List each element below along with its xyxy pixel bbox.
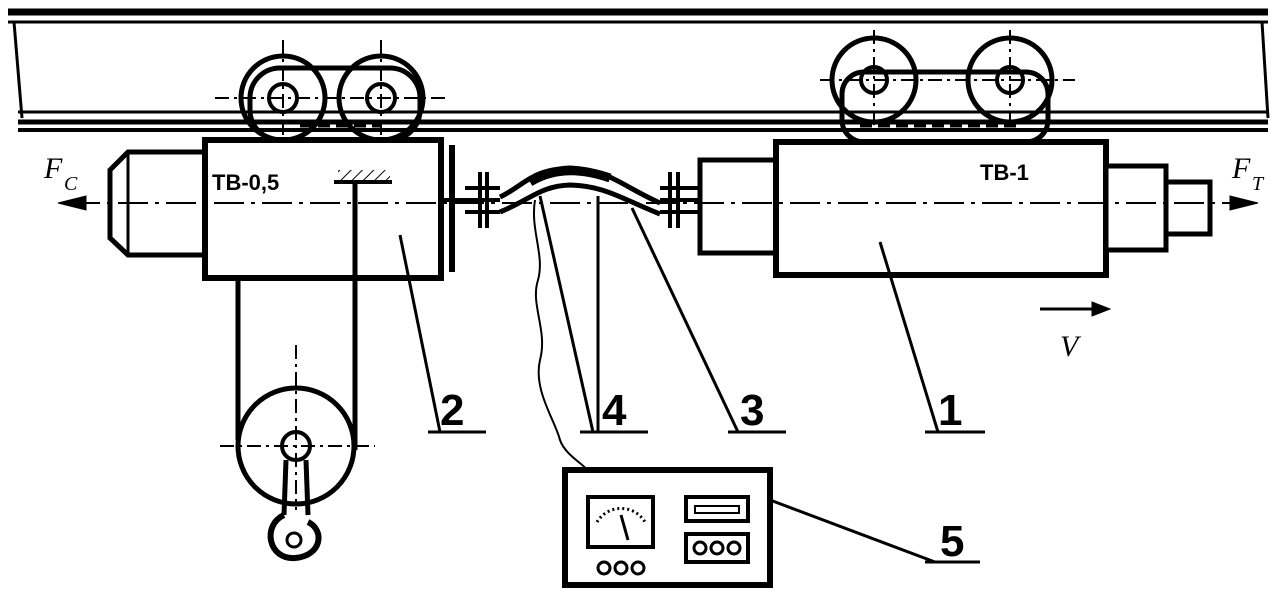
hook-assembly <box>220 278 375 562</box>
force-right-subscript: T <box>1252 173 1265 195</box>
right-hoist <box>660 139 1213 278</box>
right-hoist-label: ТВ-1 <box>980 160 1029 185</box>
force-right-arrow <box>1229 195 1259 211</box>
force-left-subscript: C <box>64 173 78 195</box>
left-hoist <box>107 137 500 450</box>
velocity-arrow <box>1040 301 1112 317</box>
left-hoist-label: ТВ-0,5 <box>212 170 279 195</box>
force-left-symbol: F <box>43 152 63 185</box>
rail-beam <box>8 8 1270 132</box>
callout-1: 1 <box>938 386 962 435</box>
left-trolley <box>215 40 445 143</box>
axis-line <box>57 195 1259 211</box>
callout-3: 3 <box>740 386 764 435</box>
coupling-beam <box>498 165 662 217</box>
measuring-instrument <box>562 467 773 588</box>
callout-2: 2 <box>440 386 464 435</box>
leader-lines <box>398 195 985 564</box>
right-trolley <box>820 30 1075 145</box>
signal-wire <box>533 199 588 471</box>
velocity-symbol: V <box>1060 330 1082 363</box>
force-left-arrow <box>57 195 87 211</box>
callout-5: 5 <box>940 517 964 566</box>
force-right-symbol: F <box>1231 152 1251 185</box>
gauge-needle <box>619 514 630 541</box>
callout-4: 4 <box>602 386 627 435</box>
